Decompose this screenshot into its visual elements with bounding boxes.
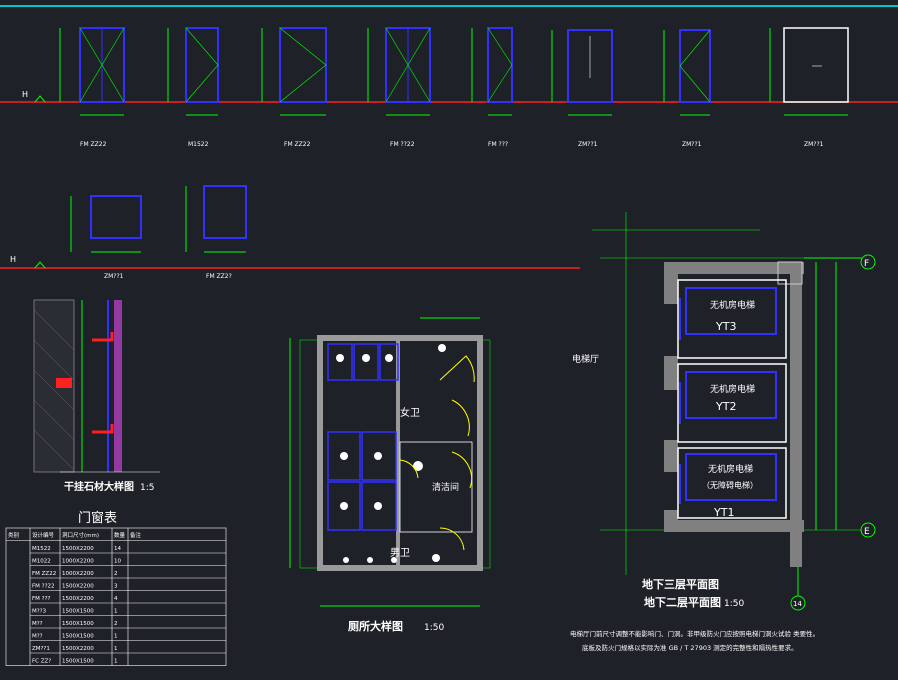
window-elevations-group: H ZM??1 FM ZZ2? [0,185,580,280]
svg-text:FM ZZ22: FM ZZ22 [80,141,107,148]
elevator-label-yt1: 无机房电梯 [708,463,753,475]
washroom-title: 厕所大样图 [348,619,403,633]
schedule-cell: 14 [114,546,121,552]
door-elevation-3: FM ZZ22 [261,27,327,148]
svg-text:（无障碍电梯）: （无障碍电梯） [702,480,758,490]
door-elevation-7: ZM??1 [663,29,711,148]
window-elevation-1: ZM??1 [70,195,142,280]
door-elevation-8: ZM??1 [769,27,849,148]
window-elevation-2: FM ZZ2? [185,185,247,280]
svg-text:1:50: 1:50 [724,599,744,609]
door-elevation-2: M1522 [167,27,219,148]
schedule-cell: 1500X1500 [62,609,94,615]
svg-text:1:50: 1:50 [424,623,444,633]
washroom-plan: 女卫 男卫 清洁间 厕所大样图 1:50 [289,317,491,633]
schedule-cell: 1500X2200 [62,646,94,652]
door-elevation-1: FM ZZ22 [59,27,125,148]
svg-text:FM ZZ22: FM ZZ22 [284,141,311,148]
label-female: 女卫 [400,406,420,419]
schedule-header-cell: 设计编号 [32,531,55,539]
schedule-cell: 4 [114,596,118,602]
schedule-cell: 1 [114,634,118,640]
elevator-label-yt3: 无机房电梯 [710,299,755,311]
schedule-cell: M?? [32,621,43,627]
schedule-cell: 1000X2200 [62,559,94,565]
elevator-shaft-yt3 [677,279,787,359]
svg-text:14: 14 [793,600,802,608]
stone-detail-title: 干挂石材大样图 [64,480,134,493]
elevator-car-yt1: YT1 [713,506,734,519]
schedule-cell: FC ZZ? [32,659,51,665]
axis-bubble-14 [790,595,806,611]
schedule-cell: M??3 [32,609,47,615]
elevator-title-2: 地下二层平面图 [644,595,721,609]
door-elevations-group: H FM ZZ22 M1522 FM ZZ22 [0,27,898,148]
schedule-cell: 10 [114,559,121,565]
schedule-cell: 1500X1500 [62,621,94,627]
schedule-cell: 1500X2200 [62,584,94,590]
door-elevation-6: ZM??1 [551,29,613,148]
schedule-cell: 1500X1500 [62,659,94,665]
level-marker-1: H [22,90,28,99]
schedule-cell: M1522 [32,546,51,552]
schedule-cell: 1000X2200 [62,571,94,577]
svg-text:FM ???: FM ??? [488,141,508,148]
schedule-cell: FM ??22 [32,584,55,590]
stone-detail-group: 干挂石材大样图 1:5 [33,299,160,493]
label-cleaning: 清洁间 [432,481,459,493]
elevator-shaft-yt2 [677,363,787,443]
door-elevation-5: FM ??? [471,27,513,148]
schedule-header-cell: 洞口尺寸(mm) [62,531,99,539]
elevator-car-yt2: YT2 [715,400,736,413]
schedule-cell: FM ZZ22 [32,571,56,577]
shaft-wall-top [664,262,804,274]
elevator-plan: 无机房电梯 YT3 无机房电梯 YT2 无机房电梯 （无障碍电梯） YT1 电梯… [572,212,876,611]
schedule-title: 门窗表 [78,510,117,526]
level-triangle-1 [34,95,46,103]
axis-bubble-f [860,254,876,270]
footer-note-1: 电梯厅门前尺寸调整不能影响门、门洞。非甲级防火门应按照电梯门洞火试验 类要性。 [570,629,819,638]
schedule-header-cell: 数量 [114,531,126,539]
schedule-cell: 1 [114,646,118,652]
stone-panel [114,300,122,472]
schedule-cell: FM ??? [32,596,50,602]
schedule-header-cell: 类别 [8,531,19,539]
svg-text:H: H [10,255,16,264]
elevator-title-1: 地下三层平面图 [642,577,719,591]
schedule-cell: 1 [114,609,118,615]
schedule-cell: 2 [114,621,118,627]
axis-bubble-e [860,522,876,538]
door-elevation-4: FM ??22 [367,27,431,148]
label-male: 男卫 [390,547,410,559]
shaft-wall-right [790,262,802,567]
svg-text:ZM??1: ZM??1 [578,141,598,148]
svg-text:ZM??1: ZM??1 [104,273,124,280]
svg-text:ZM??1: ZM??1 [804,141,824,148]
schedule-cell: 2 [114,571,118,577]
svg-text:ZM??1: ZM??1 [682,141,702,148]
schedule-border [5,527,227,666]
elevator-label-yt2: 无机房电梯 [710,383,755,395]
schedule-cell: ZM??1 [32,646,50,652]
schedule-cell: 3 [114,584,118,590]
svg-text:FM ??22: FM ??22 [390,141,415,148]
elevator-hall-label: 电梯厅 [572,353,599,365]
schedule-cell: 1500X2200 [62,596,94,602]
schedule-cell: M?? [32,634,43,640]
svg-text:F: F [864,259,869,269]
schedule-cell: 1500X1500 [62,634,94,640]
svg-text:1:5: 1:5 [140,483,154,493]
elevator-shaft-yt1 [677,447,787,519]
schedule-header-cell: 备注 [130,531,142,539]
schedule-cell: M1022 [32,559,51,565]
footer-note-2: 底板及防火门规格以实际为准 GB / T 27903 测定的完整性和隔热性要求。 [582,643,798,652]
svg-text:E: E [864,527,870,537]
schedule-cell: 1500X2200 [62,546,94,552]
svg-text:FM ZZ2?: FM ZZ2? [206,273,232,280]
svg-text:M1522: M1522 [188,141,209,148]
schedule-cell: 1 [114,659,118,665]
elevator-car-yt3: YT3 [715,320,736,333]
